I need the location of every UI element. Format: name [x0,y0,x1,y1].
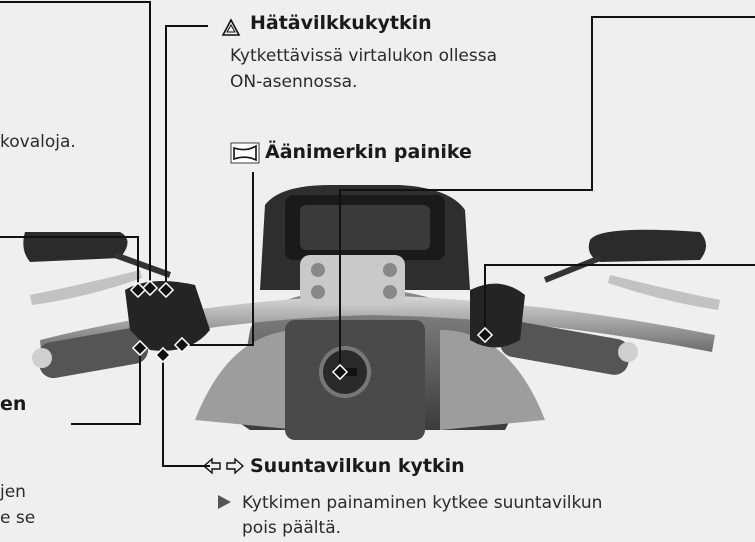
hazard-switch-title: Hätävilkkukytkin [250,12,432,34]
hazard-switch-desc-line2: ON-asennossa. [230,70,357,94]
turn-signal-switch-title: Suuntavilkun kytkin [250,455,465,477]
brake-lever [608,275,720,310]
left-fragment-text: kovaloja. [0,130,76,154]
hazard-switch-desc-line1: Kytkettävissä virtalukon ollessa [230,44,497,68]
left-bottom-fragment-line2: e se [0,506,35,530]
turn-signal-desc-line1: Kytkimen painaminen kytkee suuntavilkun [242,491,602,515]
right-switch-housing [470,284,525,348]
clutch-lever [30,270,142,305]
right-mirror [589,230,706,262]
horn-button-title: Äänimerkin painike [265,141,472,163]
left-bold-fragment: en [0,393,26,415]
horn-icon [231,143,259,163]
bullet-arrow-icon [218,495,231,509]
left-bottom-fragment-line1: jen [0,480,26,504]
turn-signal-desc-line2: pois päältä. [242,516,341,540]
hazard-triangle-icon [223,20,239,35]
